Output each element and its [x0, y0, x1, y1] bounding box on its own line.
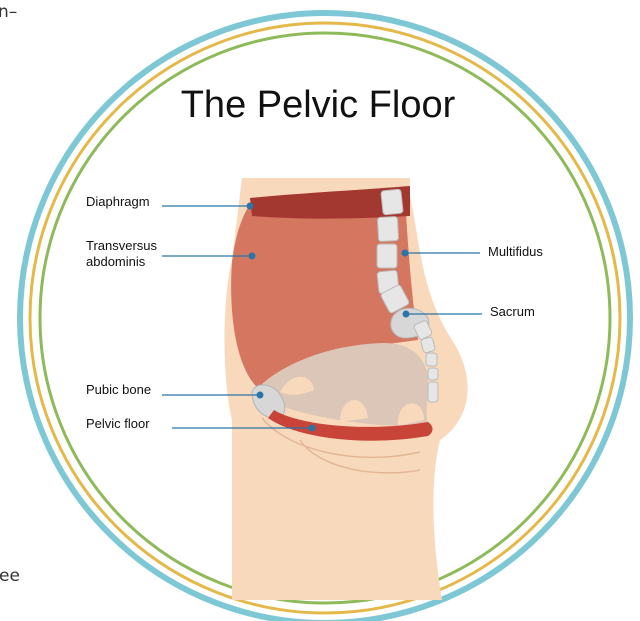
anchor-dot-diaphragm — [247, 203, 253, 209]
label-sacrum: Sacrum — [490, 304, 535, 319]
anchor-dot-multifidus — [402, 250, 408, 256]
label-transversus-line2: abdominis — [86, 254, 146, 269]
coccyx-segment — [428, 368, 438, 380]
diagram-title: The Pelvic Floor — [181, 84, 456, 126]
coccyx-segment — [426, 353, 437, 366]
vertebra — [377, 216, 398, 241]
anchor-dot-transversus — [249, 253, 255, 259]
anchor-dot-pelvic-floor — [309, 425, 315, 431]
label-multifidus: Multifidus — [488, 244, 543, 259]
vertebra — [377, 244, 397, 268]
anchor-dot-sacrum — [403, 311, 409, 317]
anchor-dot-pubic-bone — [257, 392, 263, 398]
vertebra — [381, 189, 403, 215]
label-transversus-line1: Transversus — [86, 238, 158, 253]
label-pelvic-floor: Pelvic floor — [86, 416, 150, 431]
coccyx-segment — [428, 382, 438, 402]
label-diaphragm: Diaphragm — [86, 194, 150, 209]
label-pubic-bone: Pubic bone — [86, 382, 151, 397]
